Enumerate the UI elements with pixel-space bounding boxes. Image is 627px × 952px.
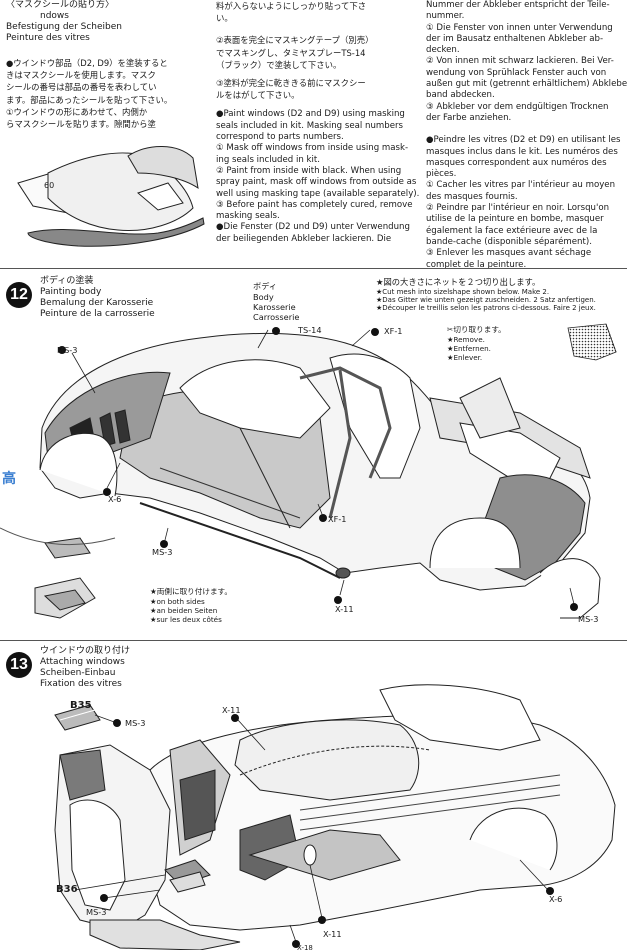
step-title-de: Bemalung der Karosserie [40,298,154,308]
step-title-fr: Peinture de la carrosserie [40,309,155,319]
label-ts14: TS-14 [298,325,322,335]
body-label: ボディ Body Karosserie Carrosserie [253,281,300,322]
step-12-body-drawing [0,327,601,619]
label-xf1-top: XF-1 [384,326,403,336]
en-line: well using masking tape (available separ… [216,188,420,199]
fr-line: ③ Enlever les masques avant séchage [426,248,592,259]
de-line: Nummer der Abkleber entspricht der Teile… [426,0,610,10]
label-xf1-side: XF-1 [328,514,347,524]
fr-line: masques inclus dans le kit. Les numéros … [426,146,618,157]
mask-heading: 〈マスクシールの貼り方〉 [6,0,115,10]
top-column-2: 料が入らないようにしっかり貼って下さ い。 ②表面を完全にマスキングテープ（別売… [216,0,420,245]
step-title-en: Painting body [40,287,102,297]
label-ms3-b36: MS-3 [86,907,107,917]
fr-line: complet de la peinture. [426,259,527,270]
label-x18: X-18 [297,944,313,952]
section-divider [0,268,627,269]
en-line: ●Paint windows (D2 and D9) using masking [216,109,405,120]
mesh-note: ★図の大きさにネットを２つ切り出します。 ★Cut mesh into size… [376,277,596,312]
de-line: ●Die Fenster (D2 und D9) unter Verwendun… [216,222,410,233]
fr-line: pièces. [426,169,457,180]
jp-line: きはマスクシールを使用します。マスク [6,70,156,81]
de-line: der im Bausatz enthaltenen Abkleber ab- [426,33,604,44]
label-b36: B36 [56,884,78,895]
label-x11: X-11 [335,604,354,614]
de-line: außen gut mit (getrennt erhältlichem) Ab… [426,79,627,90]
jp-line: い。 [216,13,233,24]
en-line: seals included in kit. Masking seal numb… [216,120,404,131]
jp-line: ●ウインドウ部品（D2, D9）を塗装すると [6,58,168,68]
remove-note: ✂切り取ります。 ★Remove. ★Entfernen. ★Enlever. [447,325,506,362]
fr-line: également la face extérieure avec de la [426,225,598,236]
fr-line: utilise de la peinture en bombe, masquer [426,214,604,225]
mask-number-label: 60 [44,181,54,190]
en-line: ing seals included in kit. [216,154,321,165]
top-column-3: Nummer der Abkleber entspricht der Teile… [426,0,627,271]
de-line: nummer. [426,11,465,22]
jp-line: ②表面を完全にマスキングテープ（別売） [216,35,374,46]
label-x11-bottom: X-11 [323,929,342,939]
label-x6: X-6 [549,894,563,904]
label-x6: X-6 [108,494,122,504]
fr-line: ●Peindre les vitres (D2 et D9) en utilis… [426,135,621,146]
de-line: der beiliegenden Abkleber lackieren. Die [216,233,392,244]
jp-line: シールの番号は部品の番号を表わしてい [6,82,157,93]
label-b35: B35 [70,700,92,711]
de-line: ① Die Fenster von innen unter Verwendung [426,22,613,33]
en-line: ① Mask off windows from inside using mas… [216,143,409,154]
label-ms3-b35: MS-3 [125,718,146,728]
step-title-de: Scheiben-Einbau [40,668,116,678]
mask-seal-illustration: 60 [17,146,205,247]
fr-line: ① Cacher les vitres par l'intérieur au m… [426,180,616,191]
en-line: masking seals. [216,211,280,222]
de-line: ③ Abkleber vor dem endgültigen Trocknen [426,101,609,112]
step-13-number: 13 [6,652,32,678]
step-12-number: 12 [6,282,32,308]
section-divider [0,640,627,641]
jp-line: ①ウインドウの形にあわせて、内側か [6,106,148,117]
fr-line: ② Peindre par l'intérieur en noir. Lorsq… [426,203,610,214]
label-ms3-rear: MS-3 [578,614,599,624]
en-line: ③ Before paint has completely cured, rem… [216,199,413,210]
label-ms3-side: MS-3 [152,547,173,557]
both-sides-note: ★両側に取り付けます。 ★on both sides ★an beiden Se… [150,587,232,624]
step-13-body-drawing [54,684,616,950]
windows-heading-de: Befestigung der Scheiben [6,22,122,32]
de-line: der Farbe anziehen. [426,112,512,123]
windows-heading-en: ndows [40,11,69,21]
watermark-logo: 高 [2,471,16,487]
step-title-jp: ウインドウの取り付け [40,646,131,656]
step-13-title: ウインドウの取り付け Attaching windows Scheiben-Ei… [40,646,130,690]
step-title-en: Attaching windows [40,657,125,667]
de-line: wendung von Sprühlack Fenster auch von [426,67,607,78]
step-title-jp: ボディの塗装 [40,276,94,286]
step-12-title: ボディの塗装 Painting body Bemalung der Kaross… [40,276,155,320]
de-line: decken. [426,45,460,56]
step-title-fr: Fixation des vitres [40,679,122,689]
en-line: ② Paint from inside with black. When usi… [216,165,402,176]
jp-line: ルをはがして下さい。 [216,90,300,101]
en-line: spray paint, mask off windows from outsi… [216,177,417,188]
jp-line: ③塗料が完全に乾ききる前にマスクシー [216,78,366,89]
jp-line: でマスキングし、タミヤスプレーTS-14 [216,47,366,58]
jp-line: 料が入らないようにしっかり貼って下さ [216,1,367,11]
jp-line: ます。部品にあったシールを貼って下さい。 [6,94,173,105]
mesh-pattern-icon [567,323,617,361]
de-line: band abdecken. [426,90,495,101]
windows-heading-fr: Peinture des vitres [6,33,90,43]
jp-line: らマスクシールを貼ります。隙間から塗 [6,119,156,130]
fr-line: des masques fournis. [426,191,518,202]
en-line: correspond to parts numbers. [216,132,344,143]
label-x11-top: X-11 [222,705,241,715]
jp-line: （ブラック）で塗装して下さい。 [216,59,342,70]
fr-line: bande-cache (disponible séparément). [426,236,592,247]
fr-line: masques correspondent aux numéros des [426,157,607,168]
label-ms3-front: MS-3 [57,345,78,355]
de-line: ② Von innen mit schwarz lackieren. Bei V… [426,56,614,67]
top-column-1: 〈マスクシールの貼り方〉 ndows Befestigung der Schei… [6,0,211,130]
